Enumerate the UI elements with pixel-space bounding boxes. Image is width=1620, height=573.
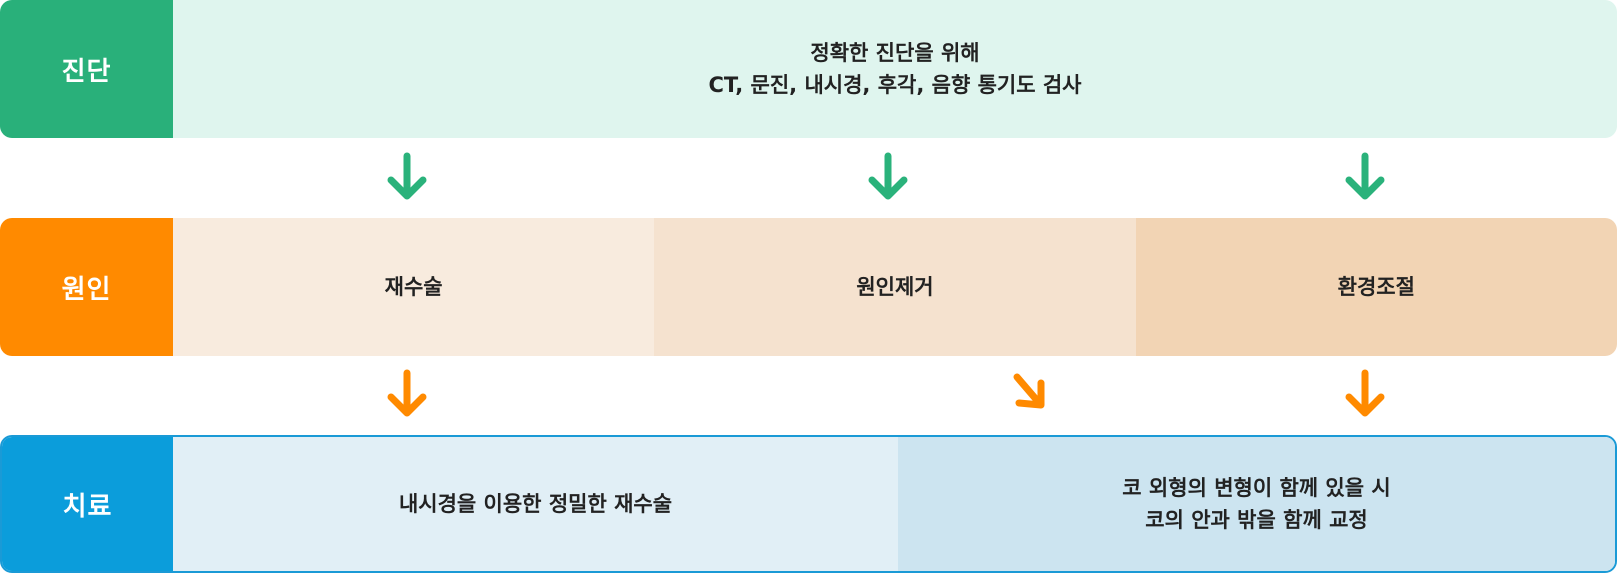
treatment-row: 치료 내시경을 이용한 정밀한 재수술 코 외형의 변형이 함께 있을 시 코의…	[0, 435, 1617, 573]
arrow-down-icon	[387, 369, 427, 417]
treatment-item-endoscopic-reoperation: 내시경을 이용한 정밀한 재수술	[173, 437, 898, 571]
treatment-item-inner-outer-correction: 코 외형의 변형이 함께 있을 시 코의 안과 밖을 함께 교정	[898, 437, 1615, 571]
treatment-label: 치료	[2, 437, 173, 571]
arrow-down-icon	[1345, 369, 1385, 417]
treatment-item-2-line-2: 코의 안과 밖을 함께 교정	[1145, 508, 1368, 532]
cause-item-reoperation: 재수술	[173, 218, 655, 356]
cause-label: 원인	[0, 218, 173, 356]
arrow-down-right-icon	[1013, 373, 1045, 409]
diagnosis-label: 진단	[0, 0, 173, 138]
treatment-item-1-line-1: 내시경을 이용한 정밀한 재수술	[398, 492, 673, 516]
treatment-item-2-line-1: 코 외형의 변형이 함께 있을 시	[1122, 476, 1391, 500]
cause-item-remove-cause: 원인제거	[654, 218, 1136, 356]
arrow-down-icon	[1345, 152, 1385, 200]
diagnosis-content: 정확한 진단을 위해 CT, 문진, 내시경, 후각, 음향 통기도 검사	[173, 0, 1617, 138]
cause-item-environment: 환경조절	[1135, 218, 1617, 356]
diagnosis-row: 진단 정확한 진단을 위해 CT, 문진, 내시경, 후각, 음향 통기도 검사	[0, 0, 1617, 138]
arrow-down-icon	[868, 152, 908, 200]
diagnosis-text-line-1: 정확한 진단을 위해	[810, 41, 980, 65]
arrow-down-icon	[387, 152, 427, 200]
cause-row: 원인 재수술 원인제거 환경조절	[0, 218, 1617, 356]
diagnosis-text-line-2: CT, 문진, 내시경, 후각, 음향 통기도 검사	[708, 73, 1082, 97]
